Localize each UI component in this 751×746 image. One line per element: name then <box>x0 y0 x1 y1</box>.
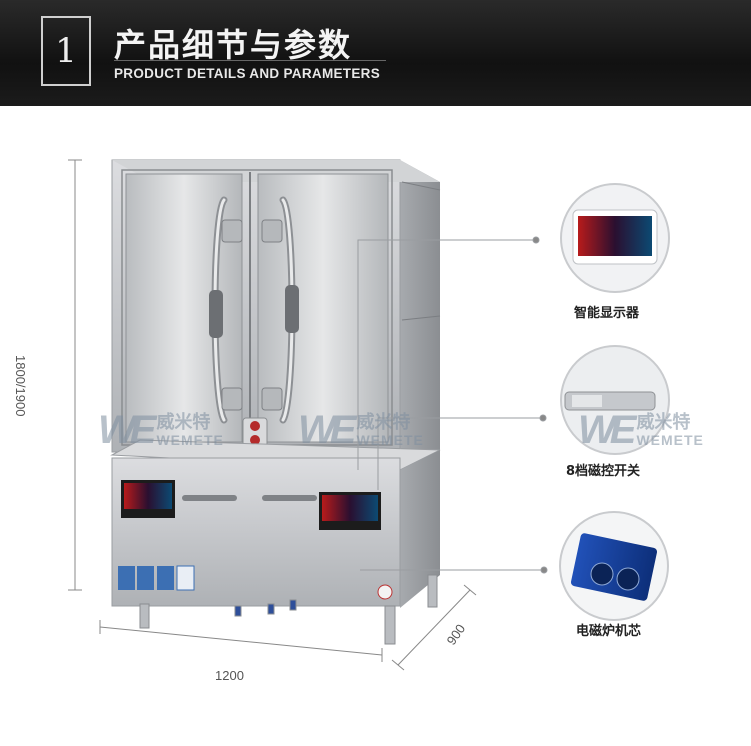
legs <box>139 574 438 645</box>
steamer-cabinet <box>111 159 441 462</box>
depth-dimension-line <box>391 584 477 671</box>
height-label: 1800/1900 <box>13 355 28 417</box>
section-title: 产品细节与参数 <box>114 26 353 64</box>
feature-label-core: 电磁炉机芯 <box>576 624 642 639</box>
section-number: 1 <box>41 16 91 86</box>
callout-lines <box>357 236 548 574</box>
height-dimension-line <box>68 159 82 591</box>
feature-label-display: 智能显示器 <box>574 306 640 321</box>
width-dimension-line <box>99 620 383 662</box>
feature-circle-core <box>559 511 669 621</box>
knobs <box>242 417 268 449</box>
section-subtitle: PRODUCT DETAILS AND PARAMETERS <box>114 66 381 81</box>
feature-label-switch: 8档磁控开关 <box>566 464 641 479</box>
induction-base <box>110 439 441 608</box>
door-handles <box>209 196 299 424</box>
title-divider <box>114 60 386 61</box>
width-label: 1200 <box>215 668 244 683</box>
feature-circle-display <box>560 183 670 293</box>
feature-circle-switch <box>560 345 670 455</box>
header-banner: 1 产品细节与参数 PRODUCT DETAILS AND PARAMETERS <box>0 0 751 106</box>
